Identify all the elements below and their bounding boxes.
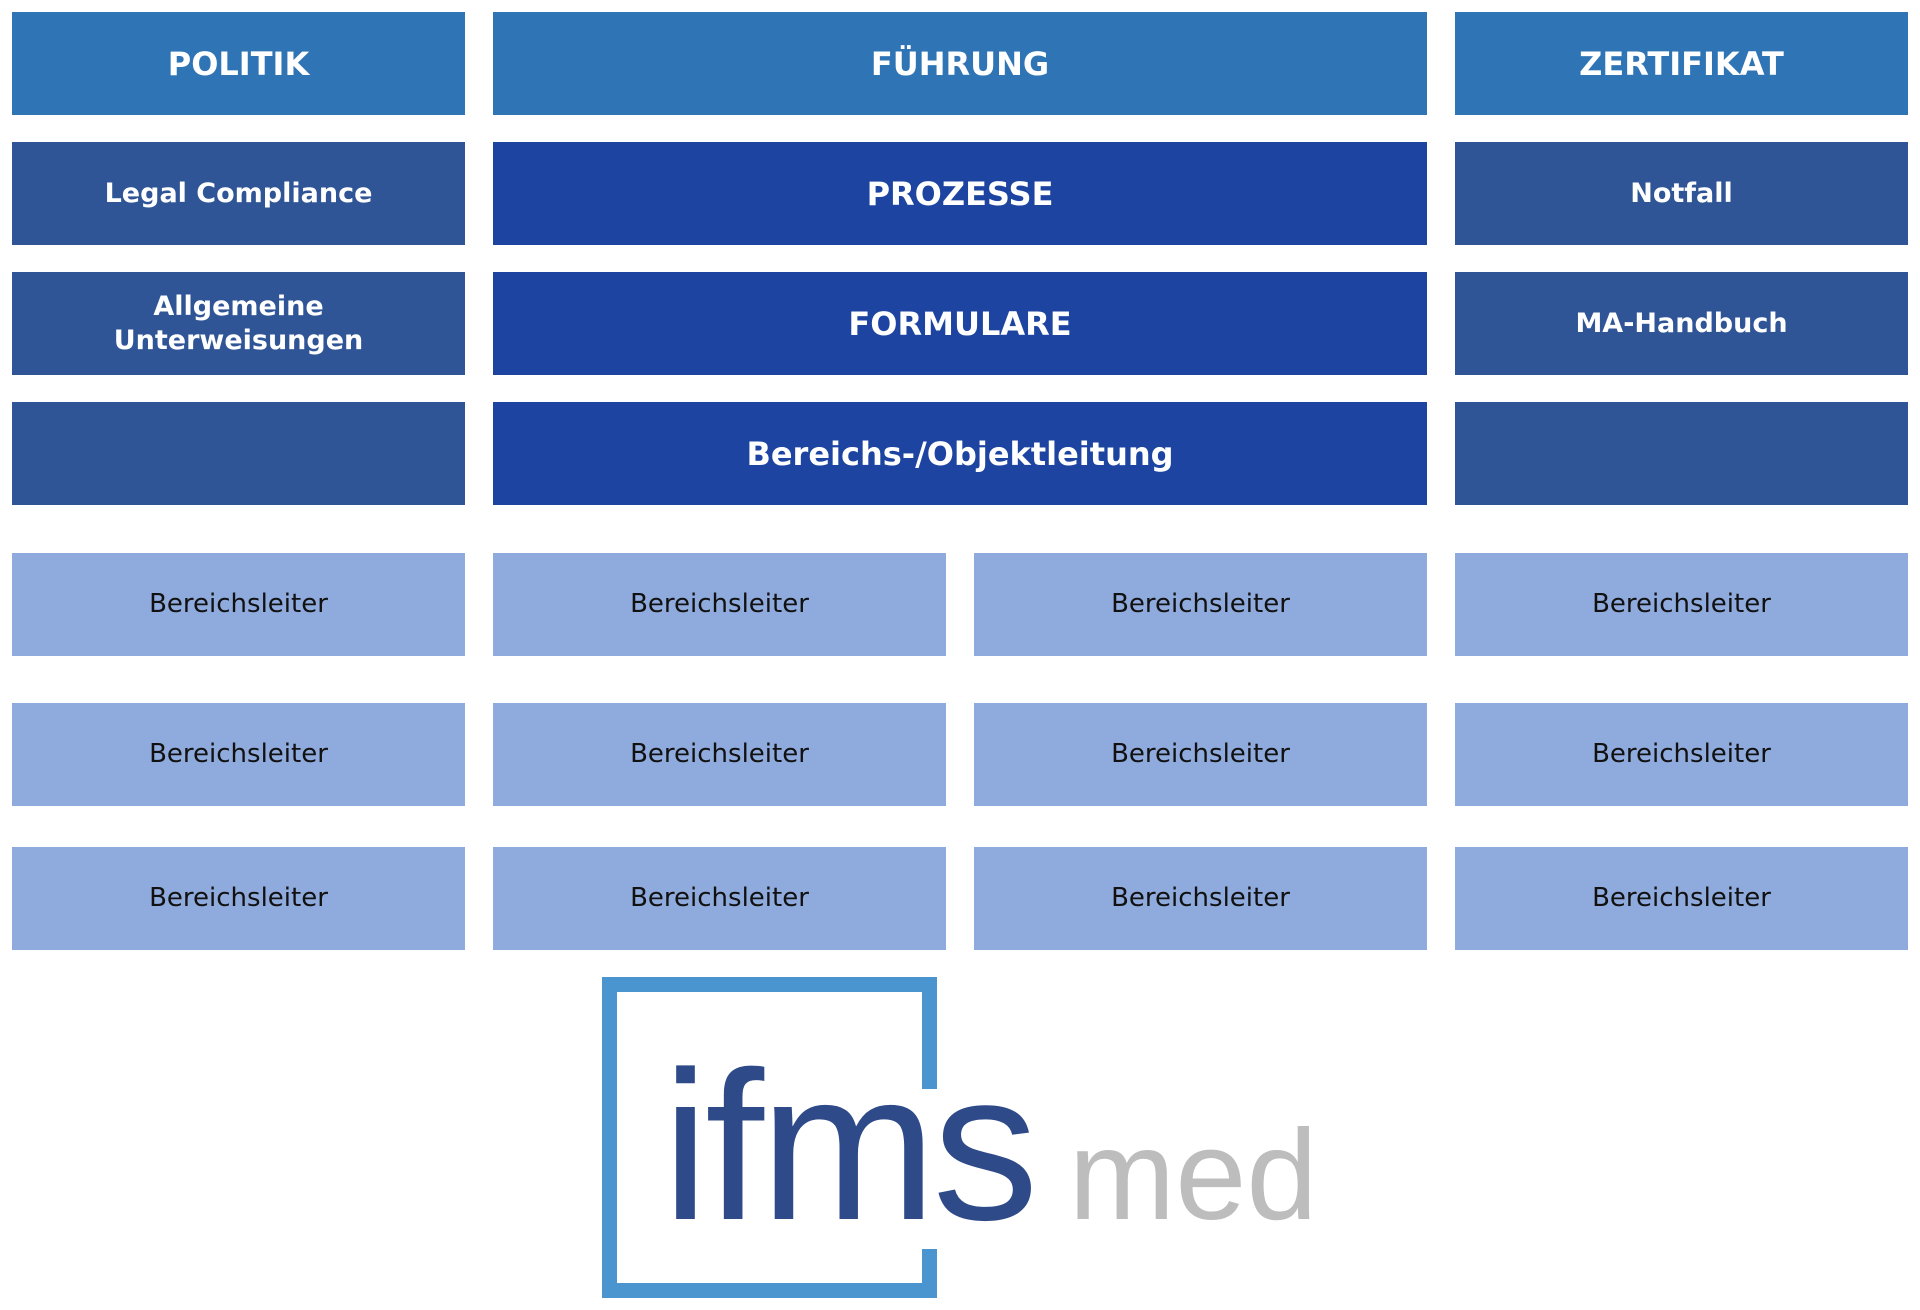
empty-left-box[interactable]	[12, 402, 465, 505]
logo-frame-bottom	[602, 1283, 937, 1298]
bereichsleiter-box[interactable]: Bereichsleiter	[12, 553, 465, 656]
bereichsleiter-box[interactable]: Bereichsleiter	[1455, 553, 1908, 656]
bereichsleiter-box[interactable]: Bereichsleiter	[974, 553, 1427, 656]
bereichsleiter-box[interactable]: Bereichsleiter	[1455, 703, 1908, 806]
logo-ifms-text: ifms	[662, 1027, 1039, 1264]
ifms-med-logo-frame	[602, 977, 937, 1298]
bereichsleiter-box[interactable]: Bereichsleiter	[493, 703, 946, 806]
bereichs-objektleitung-box[interactable]: Bereichs-/Objektleitung	[493, 402, 1427, 505]
zertifikat-box[interactable]: ZERTIFIKAT	[1455, 12, 1908, 115]
bereichsleiter-box[interactable]: Bereichsleiter	[12, 703, 465, 806]
ma-handbuch-box[interactable]: MA-Handbuch	[1455, 272, 1908, 375]
ifms-med-logo: ifms med	[662, 1040, 1318, 1270]
allgemeine-unterweisungen-box[interactable]: Allgemeine Unterweisungen	[12, 272, 465, 375]
bereichsleiter-box[interactable]: Bereichsleiter	[12, 847, 465, 950]
bereichsleiter-box[interactable]: Bereichsleiter	[1455, 847, 1908, 950]
bereichsleiter-box[interactable]: Bereichsleiter	[493, 847, 946, 950]
bereichsleiter-box[interactable]: Bereichsleiter	[974, 847, 1427, 950]
prozesse-box[interactable]: PROZESSE	[493, 142, 1427, 245]
bereichsleiter-box[interactable]: Bereichsleiter	[493, 553, 946, 656]
logo-med-text: med	[1068, 1104, 1318, 1247]
logo-frame-left	[602, 977, 617, 1298]
logo-frame-top	[602, 977, 937, 992]
legal-compliance-box[interactable]: Legal Compliance	[12, 142, 465, 245]
fuehrung-box[interactable]: FÜHRUNG	[493, 12, 1427, 115]
empty-right-box[interactable]	[1455, 402, 1908, 505]
logo-frame-right-upper	[922, 977, 937, 1089]
logo-frame-right-lower	[922, 1249, 937, 1298]
bereichsleiter-box[interactable]: Bereichsleiter	[974, 703, 1427, 806]
formulare-box[interactable]: FORMULARE	[493, 272, 1427, 375]
politik-box[interactable]: POLITIK	[12, 12, 465, 115]
notfall-box[interactable]: Notfall	[1455, 142, 1908, 245]
